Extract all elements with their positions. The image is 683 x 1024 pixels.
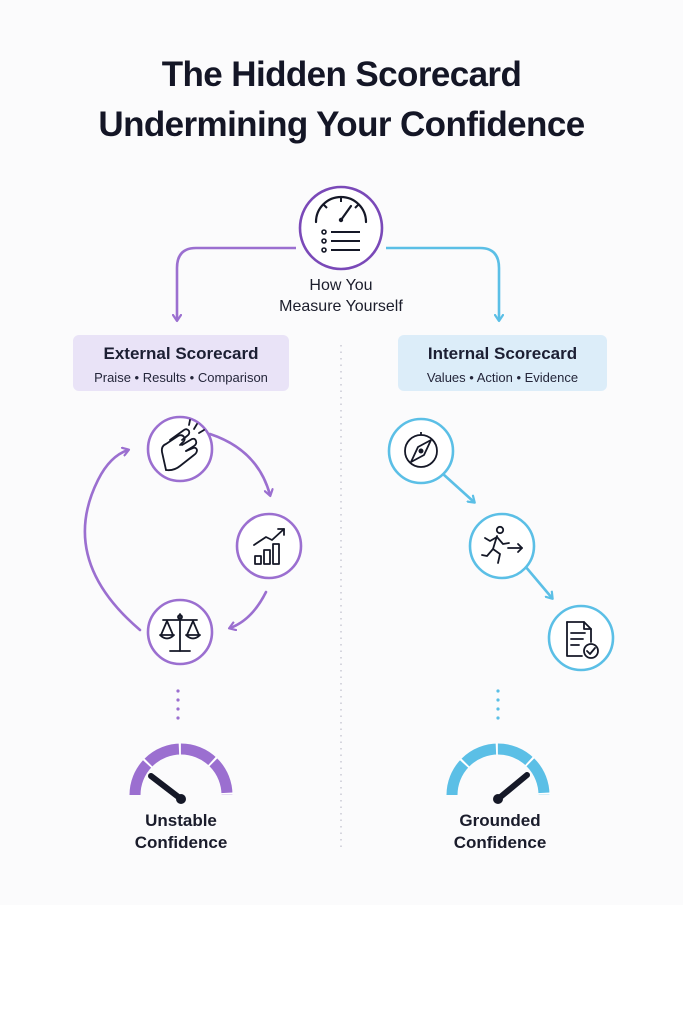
grounded-gauge-icon (446, 743, 550, 804)
compass-icon (387, 417, 455, 485)
clapping-hands-icon (146, 415, 214, 483)
diagram-art (83, 185, 615, 850)
footer-blank (0, 905, 683, 1024)
running-person-icon (468, 512, 536, 580)
internal-scorecard-card: Internal Scorecard Values • Action • Evi… (398, 335, 607, 391)
internal-path (441, 472, 552, 598)
gauge-checklist-icon (298, 185, 384, 271)
internal-scorecard-title: Internal Scorecard (427, 344, 578, 363)
internal-scorecard-subtitle: Values • Action • Evidence (426, 370, 579, 385)
unstable-line1: Unstable (145, 811, 217, 830)
external-cycle (83, 432, 270, 632)
balance-scale-icon (146, 598, 214, 666)
document-check-icon (547, 604, 615, 672)
hub-label-line2: Measure Yourself (279, 298, 403, 315)
hub-arrow-left (177, 246, 296, 320)
external-scorecard-subtitle: Praise • Results • Comparison (94, 370, 268, 385)
unstable-line2: Confidence (134, 833, 228, 852)
external-scorecard-card: External Scorecard Praise • Results • Co… (73, 335, 289, 391)
hub-arrow-right (386, 246, 499, 320)
left-dots (176, 689, 180, 720)
unstable-gauge-icon (129, 743, 233, 804)
page-title-line1: The Hidden Scorecard (161, 55, 522, 94)
bar-chart-icon (235, 512, 303, 580)
unstable-confidence-label: Unstable Confidence (81, 810, 281, 854)
hub-label: How You Measure Yourself (241, 275, 441, 317)
grounded-line1: Grounded (459, 811, 541, 830)
external-scorecard-title: External Scorecard (103, 344, 259, 363)
grounded-line2: Confidence (453, 833, 547, 852)
page-title-line2: Undermining Your Confidence (98, 105, 585, 144)
hub-label-line1: How You (309, 277, 373, 294)
grounded-confidence-label: Grounded Confidence (400, 810, 600, 854)
right-dots (496, 689, 500, 720)
